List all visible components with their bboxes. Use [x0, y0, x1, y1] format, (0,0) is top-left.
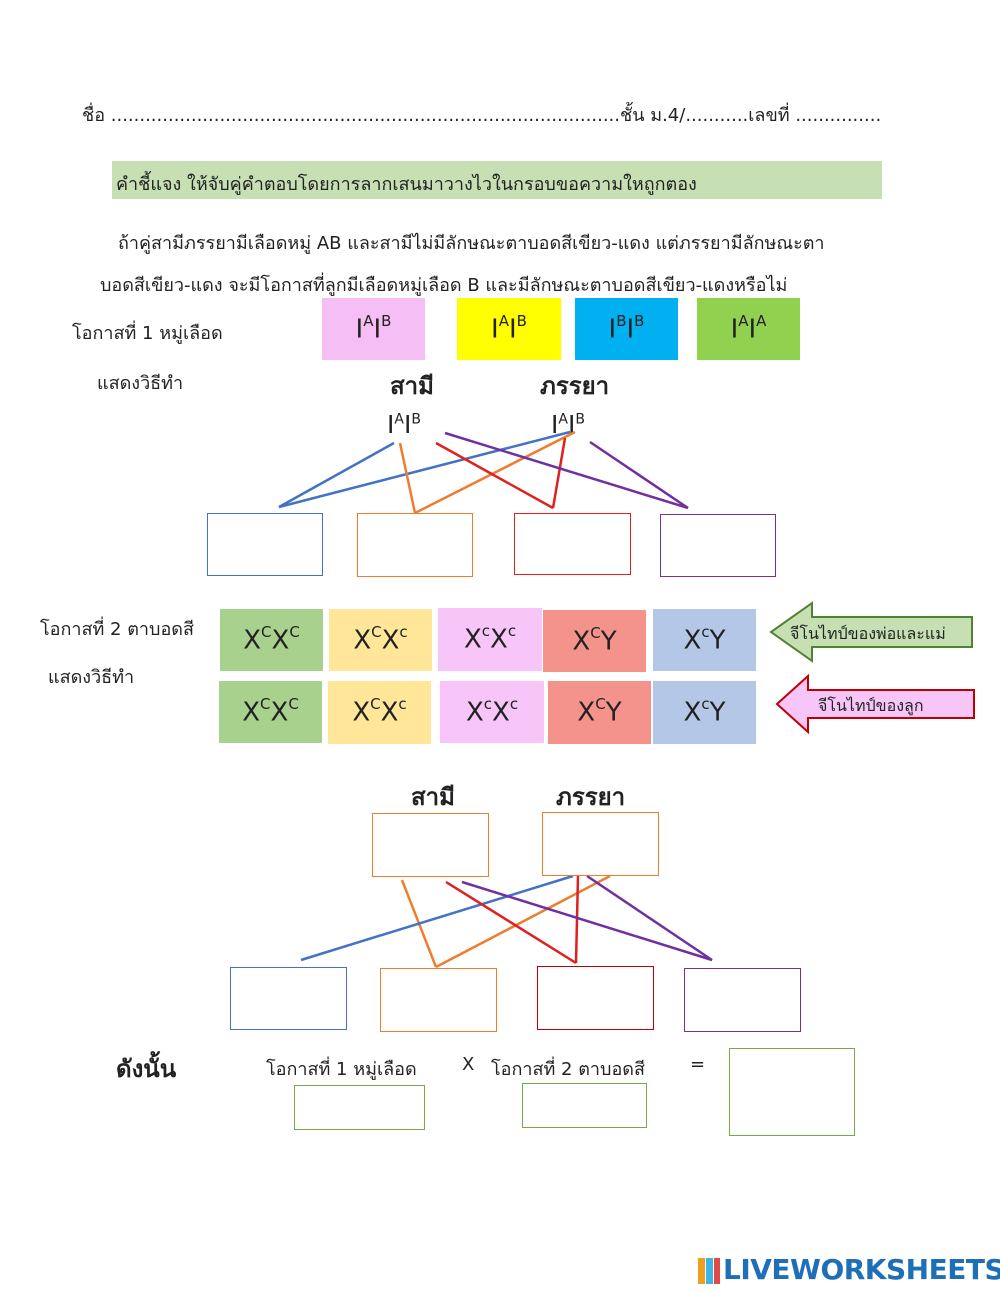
husband-label-2: สามี	[411, 783, 455, 811]
chance1-answer-box[interactable]	[294, 1085, 425, 1130]
blood-option-2[interactable]: IAIB	[457, 298, 561, 360]
chance2-label: โอกาสที่ 2 ตาบอดสี	[491, 1059, 645, 1080]
husband-genotype-box[interactable]	[372, 813, 489, 877]
part1-method: แสดงวิธีทำ	[97, 373, 184, 394]
color-option-r2-5[interactable]: XcY	[653, 681, 756, 744]
instruction-text: คำชี้แจง ให้จับคู่คำตอบโดยการลากเสนมาวาง…	[116, 174, 697, 195]
arrow-parents-label: จีโนไทป์ของพ่อและแม่	[790, 624, 946, 643]
color-option-r1-1[interactable]: XCXC	[220, 609, 323, 671]
chance1-label: โอกาสที่ 1 หมู่เลือด	[266, 1059, 417, 1080]
final-answer-box[interactable]	[729, 1048, 855, 1136]
wife-genotype: IAIB	[551, 410, 585, 439]
equals-sign: =	[690, 1054, 706, 1075]
child-color-box-1[interactable]	[230, 967, 347, 1030]
husband-genotype: IAIB	[387, 410, 421, 439]
blood-option-3[interactable]: IBIB	[575, 298, 678, 360]
child-blood-box-3[interactable]	[514, 513, 631, 575]
blood-option-4[interactable]: IAIA	[697, 298, 800, 360]
child-blood-box-2[interactable]	[357, 513, 473, 577]
liveworksheets-logo-icon	[698, 1258, 720, 1284]
therefore-label: ดังนั้น	[116, 1055, 177, 1083]
wife-label-1: ภรรยา	[540, 372, 610, 400]
wife-genotype-box[interactable]	[542, 812, 659, 876]
brand-name: LIVEWORKSHEETS	[723, 1253, 1000, 1286]
color-option-r1-3[interactable]: XcXc	[438, 608, 542, 671]
color-option-r1-4[interactable]: XCY	[543, 610, 646, 672]
child-blood-box-1[interactable]	[207, 513, 323, 576]
color-option-r2-1[interactable]: XCXC	[219, 681, 322, 743]
husband-label-1: สามี	[390, 372, 434, 400]
child-color-box-2[interactable]	[380, 968, 497, 1032]
arrow-children-label: จีโนไทป์ของลูก	[818, 696, 924, 715]
color-option-r2-4[interactable]: XCY	[548, 681, 651, 744]
color-option-r1-5[interactable]: XcY	[653, 609, 756, 671]
instruction-banner: คำชี้แจง ให้จับคู่คำตอบโดยการลากเสนมาวาง…	[112, 161, 882, 199]
part2-label: โอกาสที่ 2 ตาบอดสี	[40, 619, 194, 640]
part1-label: โอกาสที่ 1 หมู่เลือด	[72, 323, 223, 344]
wife-label-2: ภรรยา	[556, 783, 626, 811]
name-line: ชื่อ ...................................…	[82, 105, 882, 126]
times-sign: X	[462, 1054, 475, 1075]
color-option-r2-2[interactable]: XCXc	[328, 681, 431, 744]
question-line-2: บอดสีเขียว-แดง จะมีโอกาสที่ลูกมีเลือดหมู…	[100, 275, 788, 296]
blood-option-1[interactable]: IAIB	[322, 298, 425, 360]
child-blood-box-4[interactable]	[660, 514, 776, 577]
question-line-1: ถ้าคู่สามีภรรยามีเลือดหมู่ AB และสามีไม่…	[118, 233, 825, 254]
child-color-box-4[interactable]	[684, 968, 801, 1032]
part2-method: แสดงวิธีทำ	[48, 667, 135, 688]
color-option-r1-2[interactable]: XCXc	[329, 609, 432, 671]
chance2-answer-box[interactable]	[522, 1083, 647, 1128]
color-option-r2-3[interactable]: XcXc	[440, 681, 544, 743]
child-color-box-3[interactable]	[537, 966, 654, 1030]
